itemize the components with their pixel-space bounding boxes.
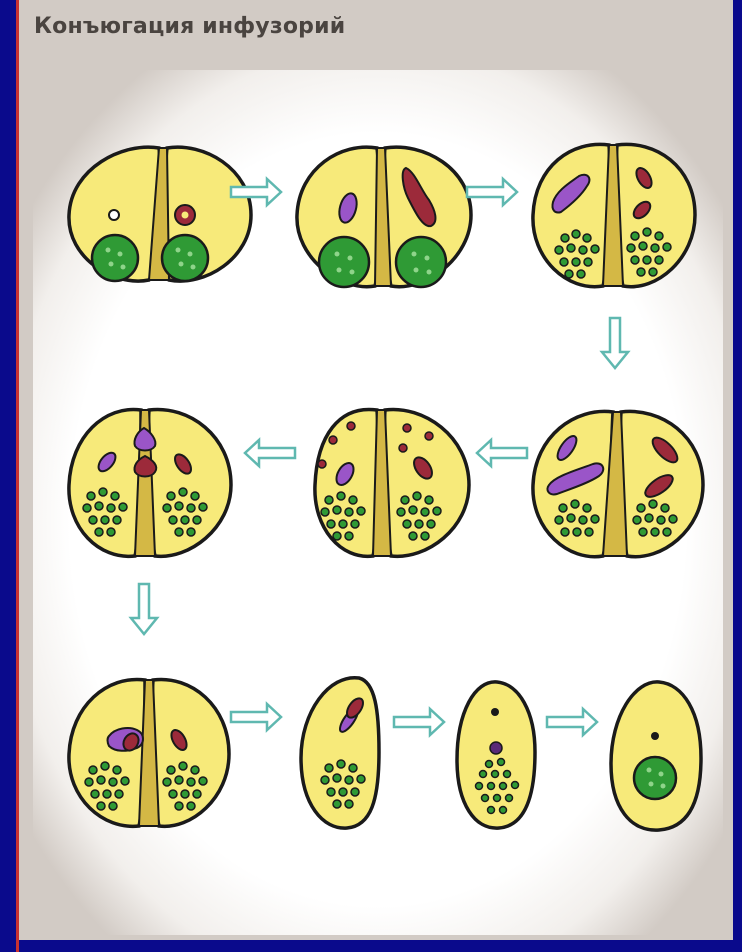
slide-panel: Конъюгация инфузорий [19,0,733,940]
stage-3-pair-macronucleus-fragmented [533,144,695,286]
stage-6-pair-pronuclei-exchange [69,409,231,556]
macronucleus [396,237,446,287]
stage-7-pair-fusion [69,679,229,826]
stage-4-pair-micronuclei-elongated [533,411,703,556]
macronucleus [634,757,676,799]
degenerating-micronucleus [347,422,355,430]
stage-5-pair-micronuclei-degenerating [315,409,469,556]
micronucleus [651,732,659,740]
conjugation-diagram [19,0,733,940]
degenerating-micronucleus [425,432,433,440]
degenerating-micronucleus [399,444,407,452]
micronucleus [491,708,499,716]
macronucleus [92,235,138,281]
stage-1-conjugating-pair [69,147,251,281]
stage-2-pair-micronuclei-dividing [297,147,471,287]
degenerating-micronucleus [403,424,411,432]
stage-9-new-nuclei-forming [457,682,535,828]
cell [457,682,535,828]
stage-10-restored-cell [611,682,701,830]
micronucleus [109,210,119,220]
micronucleus [490,742,502,754]
degenerating-micronucleus [329,436,337,444]
macronucleus [319,237,369,287]
macronucleus [162,235,208,281]
degenerating-micronucleus [318,460,326,468]
